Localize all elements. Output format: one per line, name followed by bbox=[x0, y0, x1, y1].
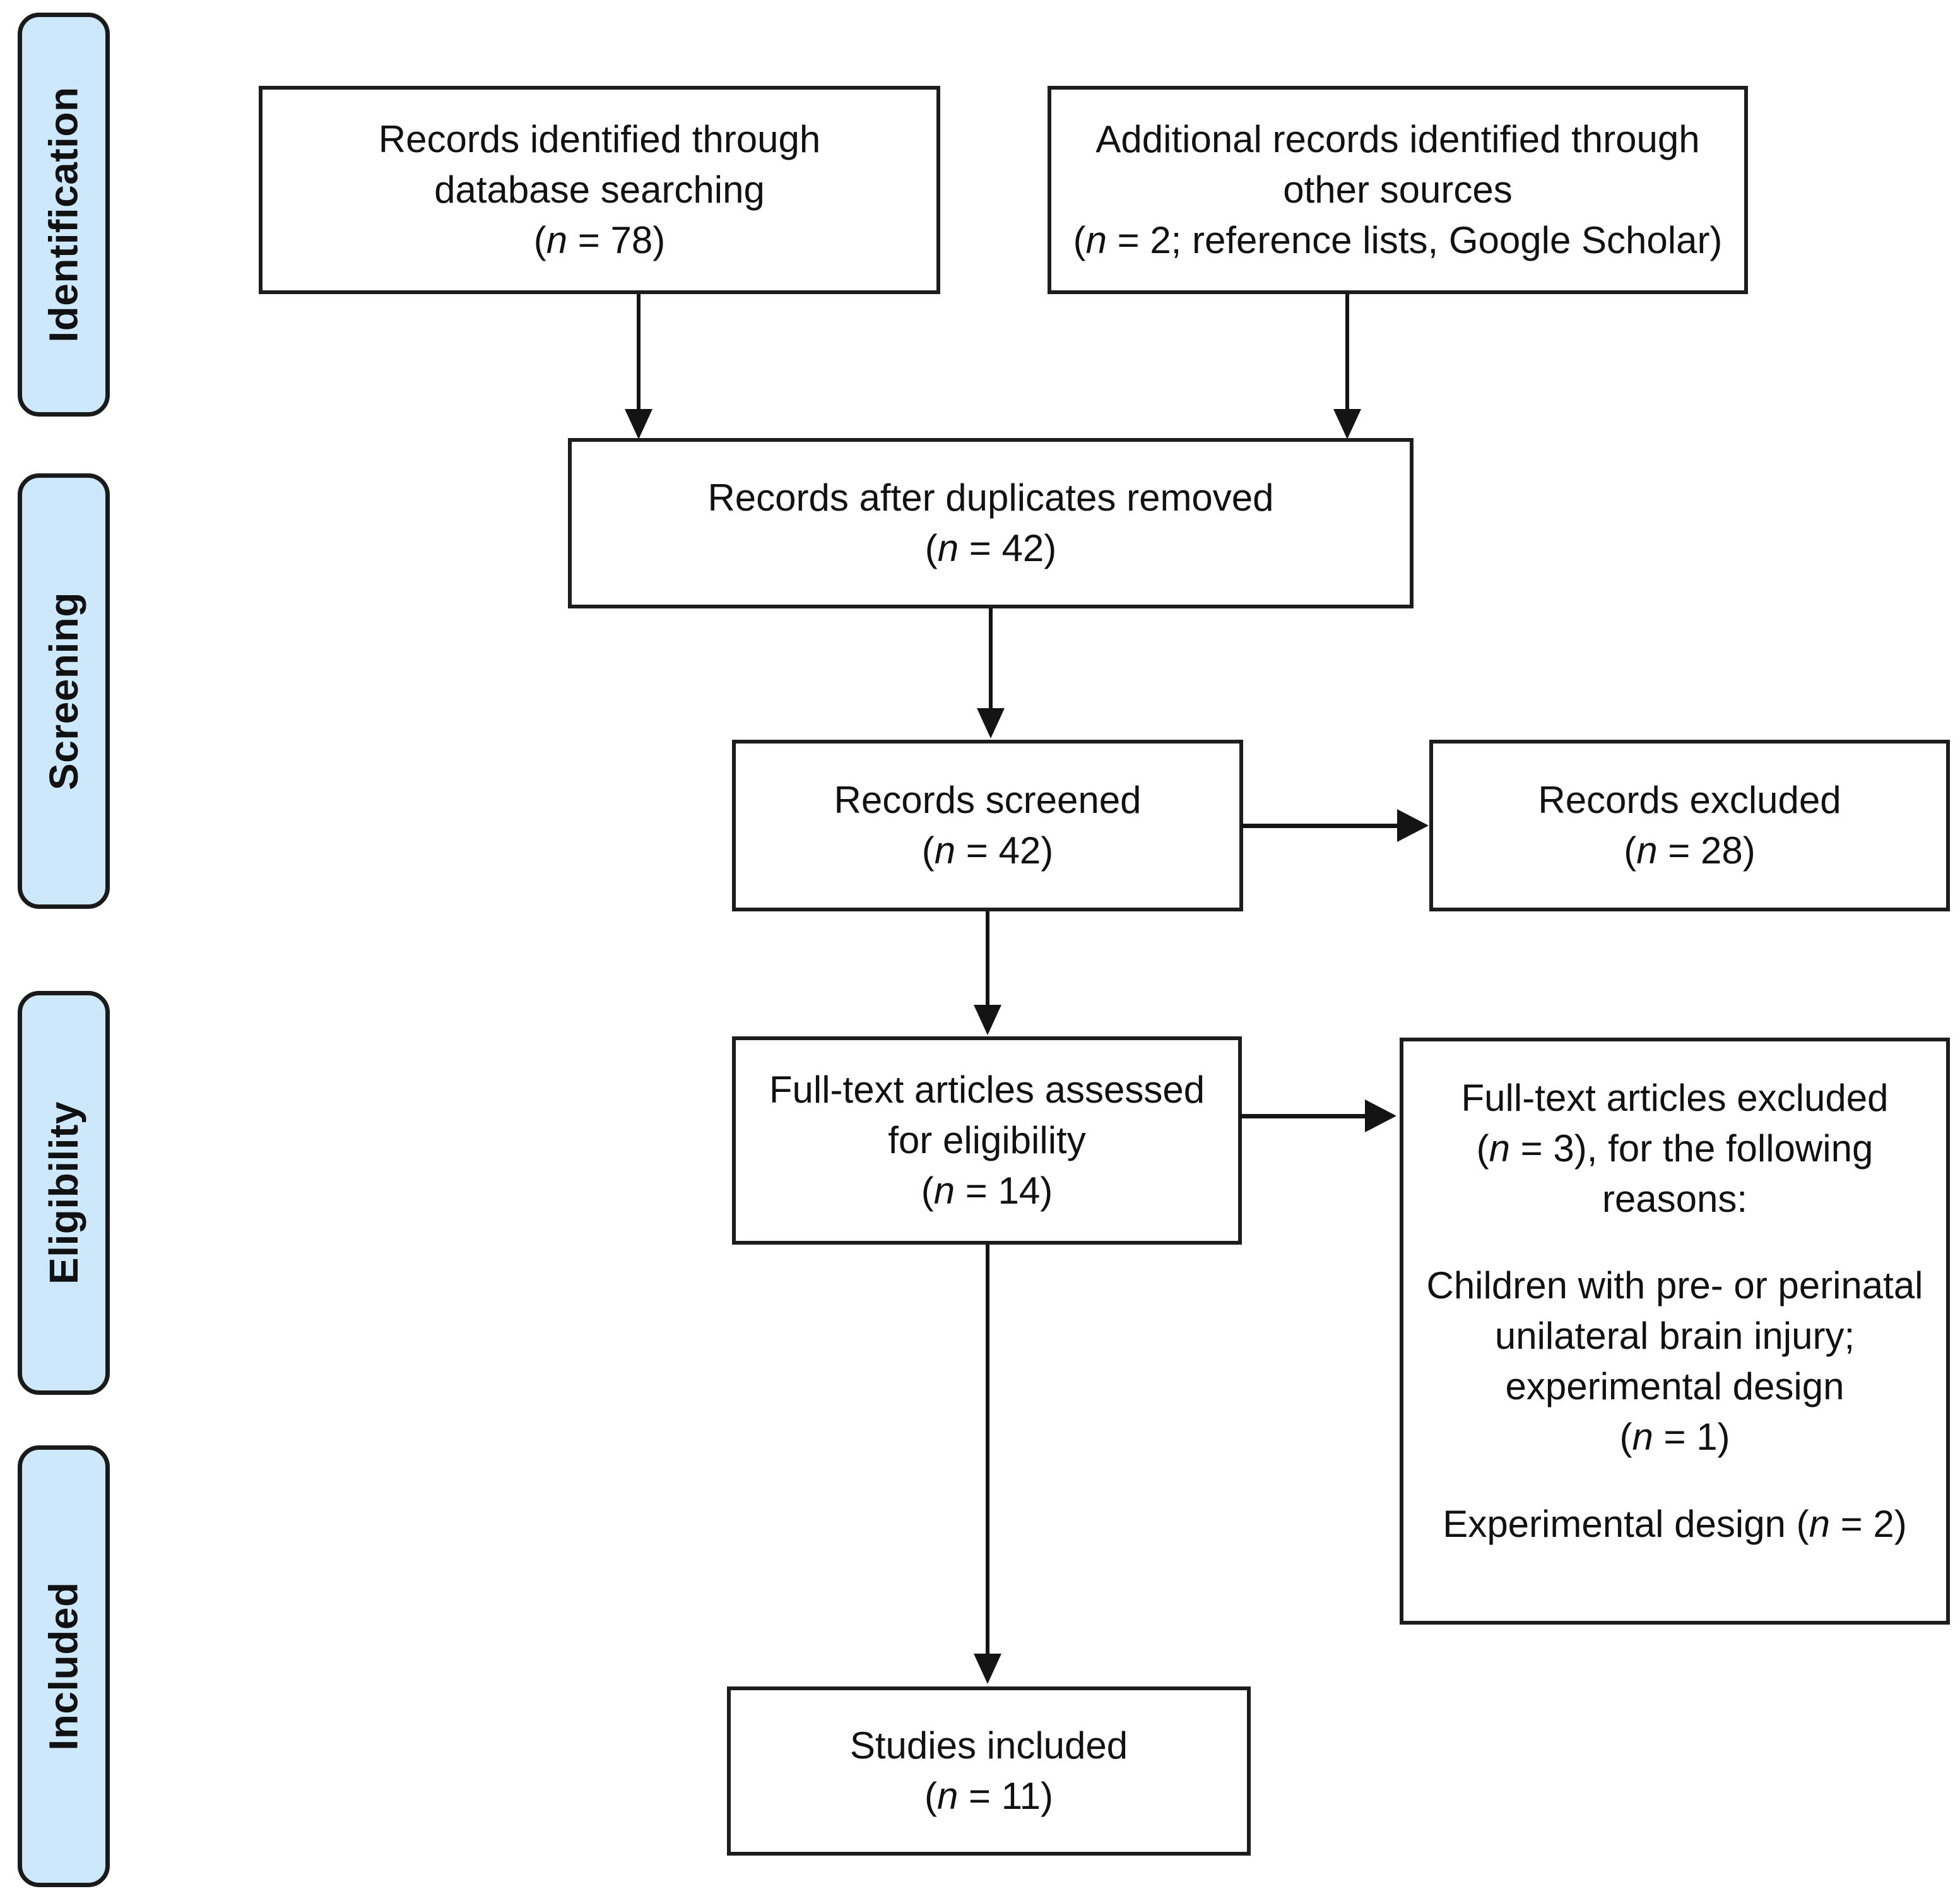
records-excluded-count: (n = 28) bbox=[1624, 829, 1756, 872]
fulltext-assessed-line2: for eligibility bbox=[888, 1119, 1086, 1162]
connector-screened-to-fulltext bbox=[986, 911, 989, 1006]
fulltext-excluded-reason-1-count: (n = 1) bbox=[1619, 1415, 1730, 1458]
fulltext-excluded-reason-1: Children with pre- or perinatal unilater… bbox=[1426, 1264, 1923, 1407]
box-records-after-duplicates-removed: Records after duplicates removed (n = 42… bbox=[568, 438, 1414, 608]
records-other-line1: Additional records identified through bbox=[1095, 118, 1700, 161]
stage-pill-identification: Identification bbox=[18, 13, 110, 417]
arrowhead-duplicates-to-screened bbox=[977, 708, 1005, 738]
stage-label-identification: Identification bbox=[41, 86, 86, 343]
arrowhead-screened-to-excluded bbox=[1397, 809, 1429, 842]
arrowhead-screened-to-fulltext bbox=[974, 1005, 1001, 1035]
box-studies-included: Studies included (n = 11) bbox=[727, 1686, 1251, 1856]
records-database-line2: database searching bbox=[434, 169, 765, 211]
records-screened-count: (n = 42) bbox=[921, 829, 1054, 872]
box-fulltext-assessed: Full-text articles assessed for eligibil… bbox=[732, 1036, 1242, 1245]
stage-label-eligibility: Eligibility bbox=[41, 1101, 86, 1284]
records-database-line1: Records identified through bbox=[378, 118, 821, 161]
stage-pill-included: Included bbox=[18, 1445, 110, 1887]
records-database-count: (n = 78) bbox=[533, 218, 666, 261]
box-records-identified-other: Additional records identified through ot… bbox=[1048, 86, 1748, 294]
connector-duplicates-to-screened bbox=[989, 608, 993, 709]
arrowhead-fulltext-to-included bbox=[974, 1654, 1001, 1684]
arrowhead-other-to-duplicates bbox=[1333, 409, 1361, 439]
stage-label-screening: Screening bbox=[41, 592, 86, 790]
records-screened-line1: Records screened bbox=[834, 779, 1142, 822]
connector-fulltext-to-included bbox=[986, 1245, 989, 1655]
stage-pill-eligibility: Eligibility bbox=[18, 991, 110, 1395]
connector-other-to-duplicates bbox=[1345, 294, 1349, 424]
studies-included-count: (n = 11) bbox=[924, 1775, 1053, 1817]
fulltext-excluded-reason-2: Experimental design (n = 2) bbox=[1443, 1502, 1907, 1545]
stage-label-included: Included bbox=[41, 1582, 86, 1751]
arrowhead-database-to-duplicates bbox=[625, 409, 652, 439]
connector-fulltext-to-excluded bbox=[1240, 1114, 1366, 1118]
connector-database-to-duplicates bbox=[637, 294, 641, 424]
records-other-count: (n = 2; reference lists, Google Scholar) bbox=[1073, 218, 1723, 261]
duplicates-removed-line1: Records after duplicates removed bbox=[707, 477, 1274, 519]
connector-screened-to-excluded bbox=[1242, 824, 1398, 828]
studies-included-line1: Studies included bbox=[849, 1724, 1128, 1767]
stage-pill-screening: Screening bbox=[18, 473, 110, 909]
box-records-screened: Records screened (n = 42) bbox=[732, 740, 1243, 911]
box-records-excluded: Records excluded (n = 28) bbox=[1429, 740, 1950, 911]
duplicates-removed-count: (n = 42) bbox=[924, 527, 1057, 569]
fulltext-assessed-count: (n = 14) bbox=[921, 1169, 1053, 1212]
fulltext-excluded-line1: Full-text articles excluded bbox=[1461, 1077, 1889, 1119]
fulltext-assessed-line1: Full-text articles assessed bbox=[769, 1069, 1205, 1111]
records-excluded-line1: Records excluded bbox=[1538, 779, 1841, 822]
fulltext-excluded-line2: (n = 3), for the following bbox=[1476, 1127, 1874, 1170]
records-other-line2: other sources bbox=[1283, 169, 1513, 211]
box-records-identified-database: Records identified through database sear… bbox=[259, 86, 940, 294]
fulltext-excluded-line3: reasons: bbox=[1602, 1177, 1748, 1220]
box-fulltext-excluded: Full-text articles excluded (n = 3), for… bbox=[1400, 1038, 1950, 1625]
arrowhead-fulltext-to-excluded bbox=[1365, 1099, 1396, 1132]
